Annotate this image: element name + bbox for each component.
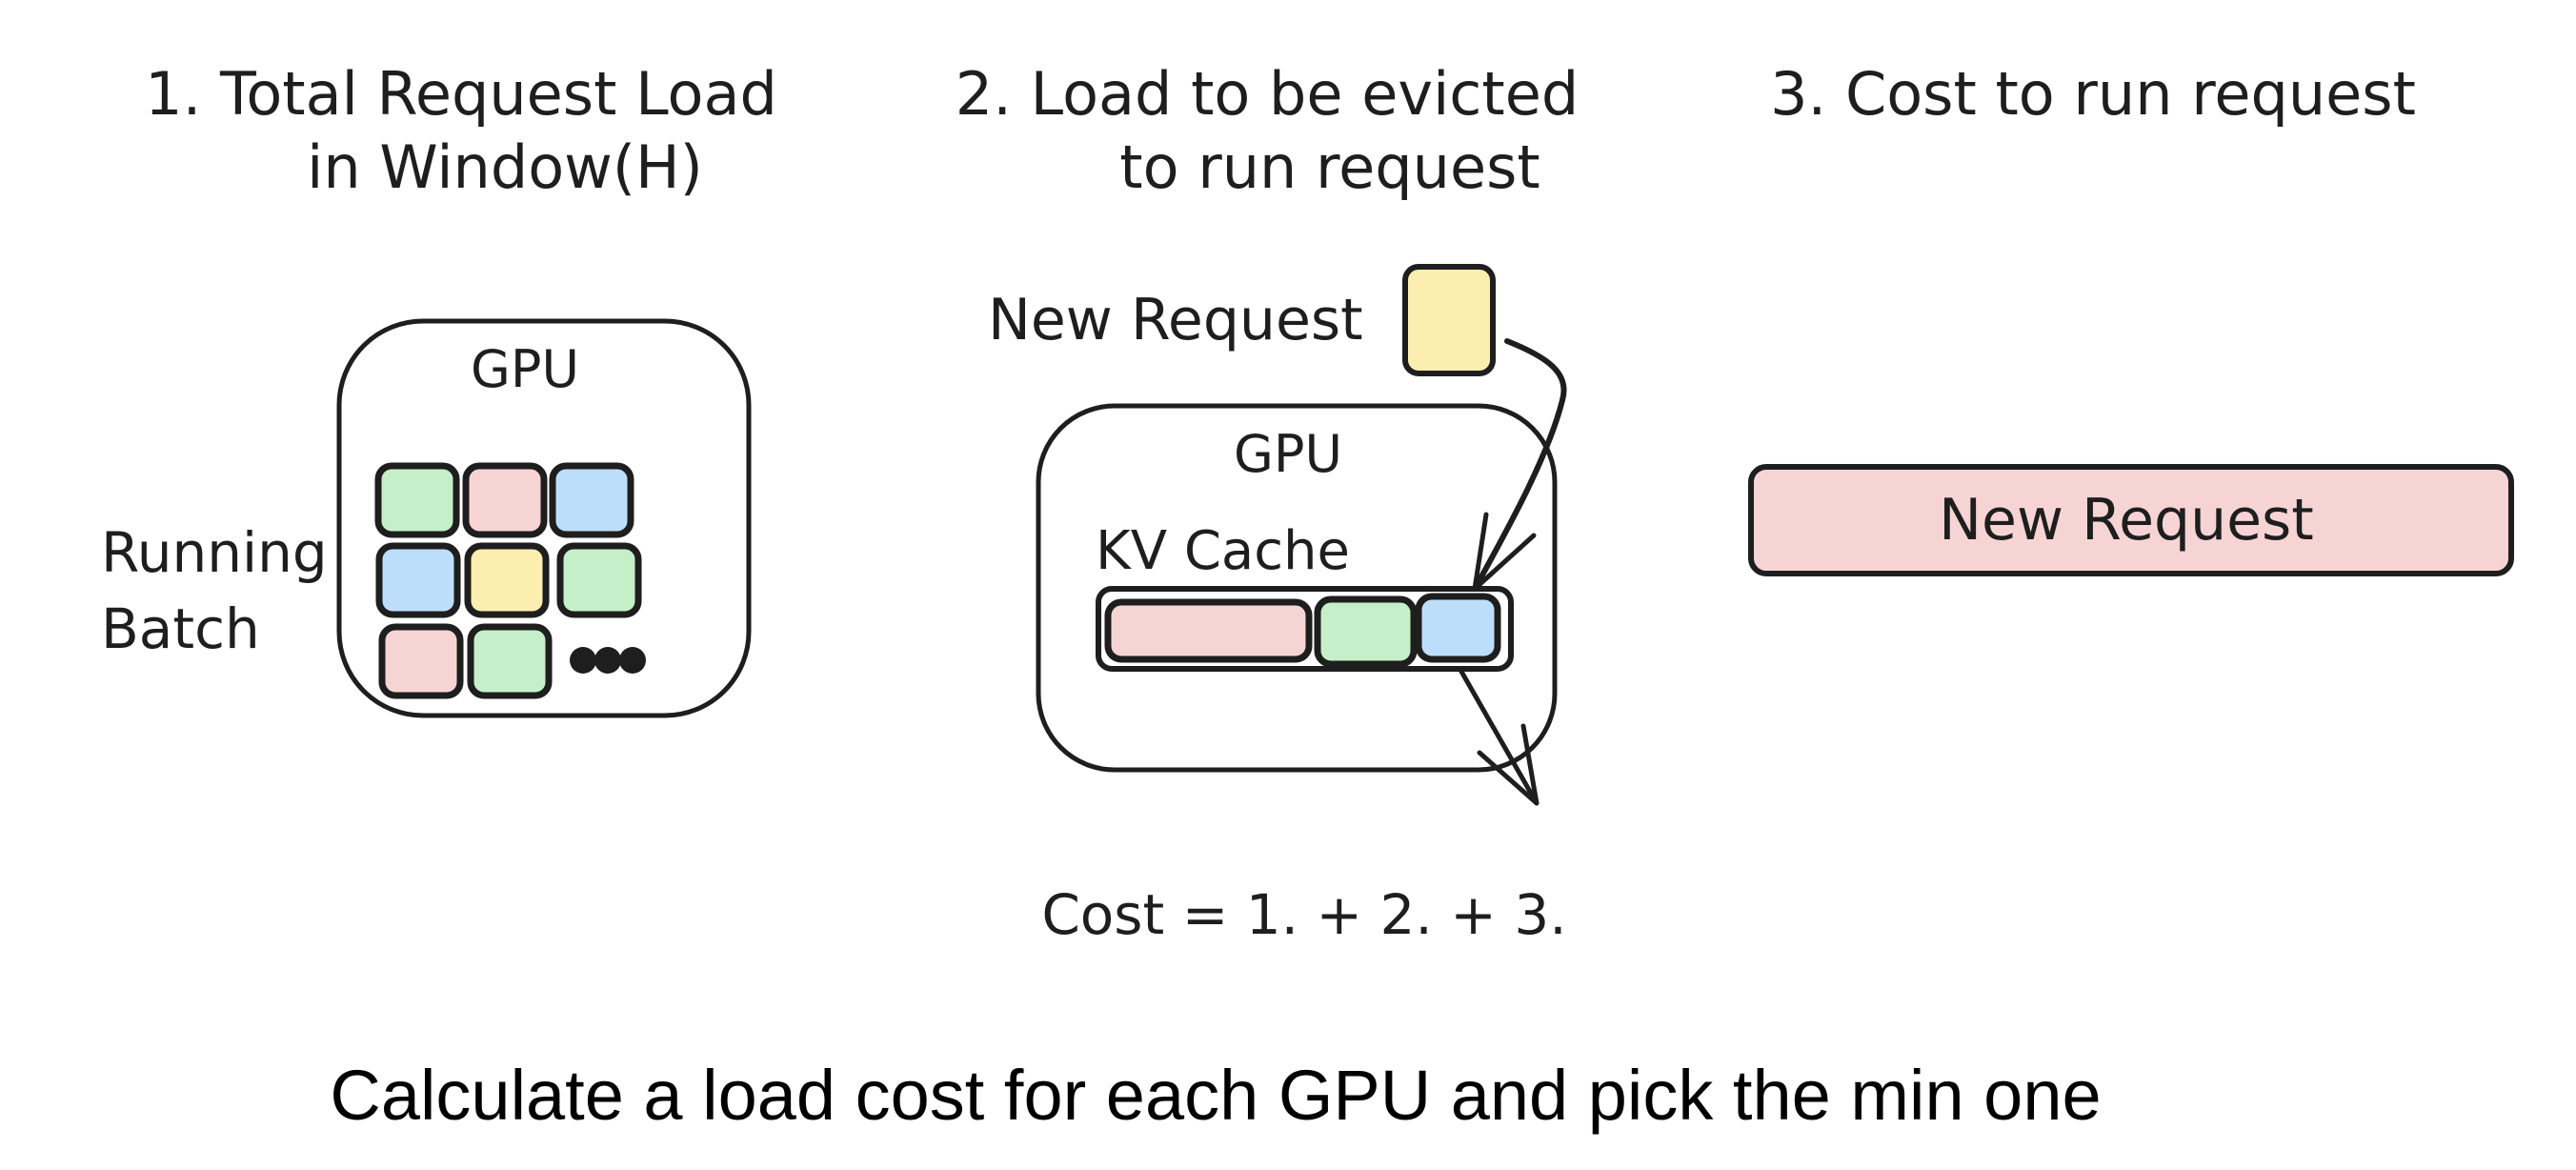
insert-arrow-shaft: [1472, 338, 1567, 592]
section-load-to-be-evicted: 2. Load to be evicted to run request New…: [956, 59, 1579, 806]
gpu2-label: GPU: [1234, 424, 1342, 484]
batch-request-block-blue: [375, 542, 461, 618]
insert-arrow-head: [1472, 512, 1537, 592]
cost-formula: Cost = 1. + 2. + 3.: [1041, 882, 1566, 947]
dot: [619, 647, 646, 674]
running-batch-label-line2: Batch: [101, 596, 260, 661]
kv-segment-evicted-blue: [1415, 593, 1501, 663]
dot: [570, 647, 596, 674]
insert-arrow-icon: [1472, 338, 1567, 592]
section2-title-line2: to run request: [1119, 132, 1540, 202]
section3-title: 3. Cost to run request: [1770, 59, 2416, 129]
gpu2-box: [1036, 403, 1558, 773]
running-batch-label-line1: Running: [101, 520, 328, 585]
section1-title-line2: in Window(H): [307, 132, 703, 202]
kv-segment-pink: [1104, 598, 1313, 663]
evict-arrow-head: [1477, 723, 1540, 806]
kv-segment-green: [1314, 595, 1418, 668]
evict-arrow-shaft: [1458, 667, 1540, 806]
batch-request-block-blue: [549, 462, 634, 538]
gpu1-label: GPU: [471, 339, 579, 399]
section2-title-line1: 2. Load to be evicted: [956, 59, 1579, 129]
new-request-label: New Request: [988, 287, 1363, 353]
section-cost-to-run: 3. Cost to run request New Request: [1748, 59, 2514, 576]
kv-cache-label: KV Cache: [1096, 520, 1350, 582]
batch-request-block-pink: [462, 462, 548, 538]
gpu1-box: [336, 318, 752, 718]
bottom-caption: Calculate a load cost for each GPU and p…: [330, 1056, 2101, 1135]
batch-request-block-green: [374, 462, 460, 538]
new-request-bar: [1748, 464, 2514, 576]
running-batch-grid: [374, 462, 642, 699]
batch-request-block-green: [556, 542, 642, 618]
section1-title-line1: 1. Total Request Load: [145, 59, 777, 129]
section-total-request-load: 1. Total Request Load in Window(H) GPU R…: [101, 59, 777, 718]
new-request-bar-label: New Request: [1939, 487, 2314, 554]
kv-cache-segments: [1104, 593, 1501, 668]
ellipsis-dots-icon: [570, 647, 646, 674]
new-request-block: [1402, 264, 1496, 376]
batch-request-block-yellow: [464, 542, 550, 618]
dot: [594, 647, 621, 674]
batch-request-block-green: [467, 623, 553, 699]
kv-cache-bar: [1096, 586, 1514, 672]
batch-request-block-pink: [378, 623, 464, 699]
evict-arrow-icon: [1458, 667, 1540, 806]
